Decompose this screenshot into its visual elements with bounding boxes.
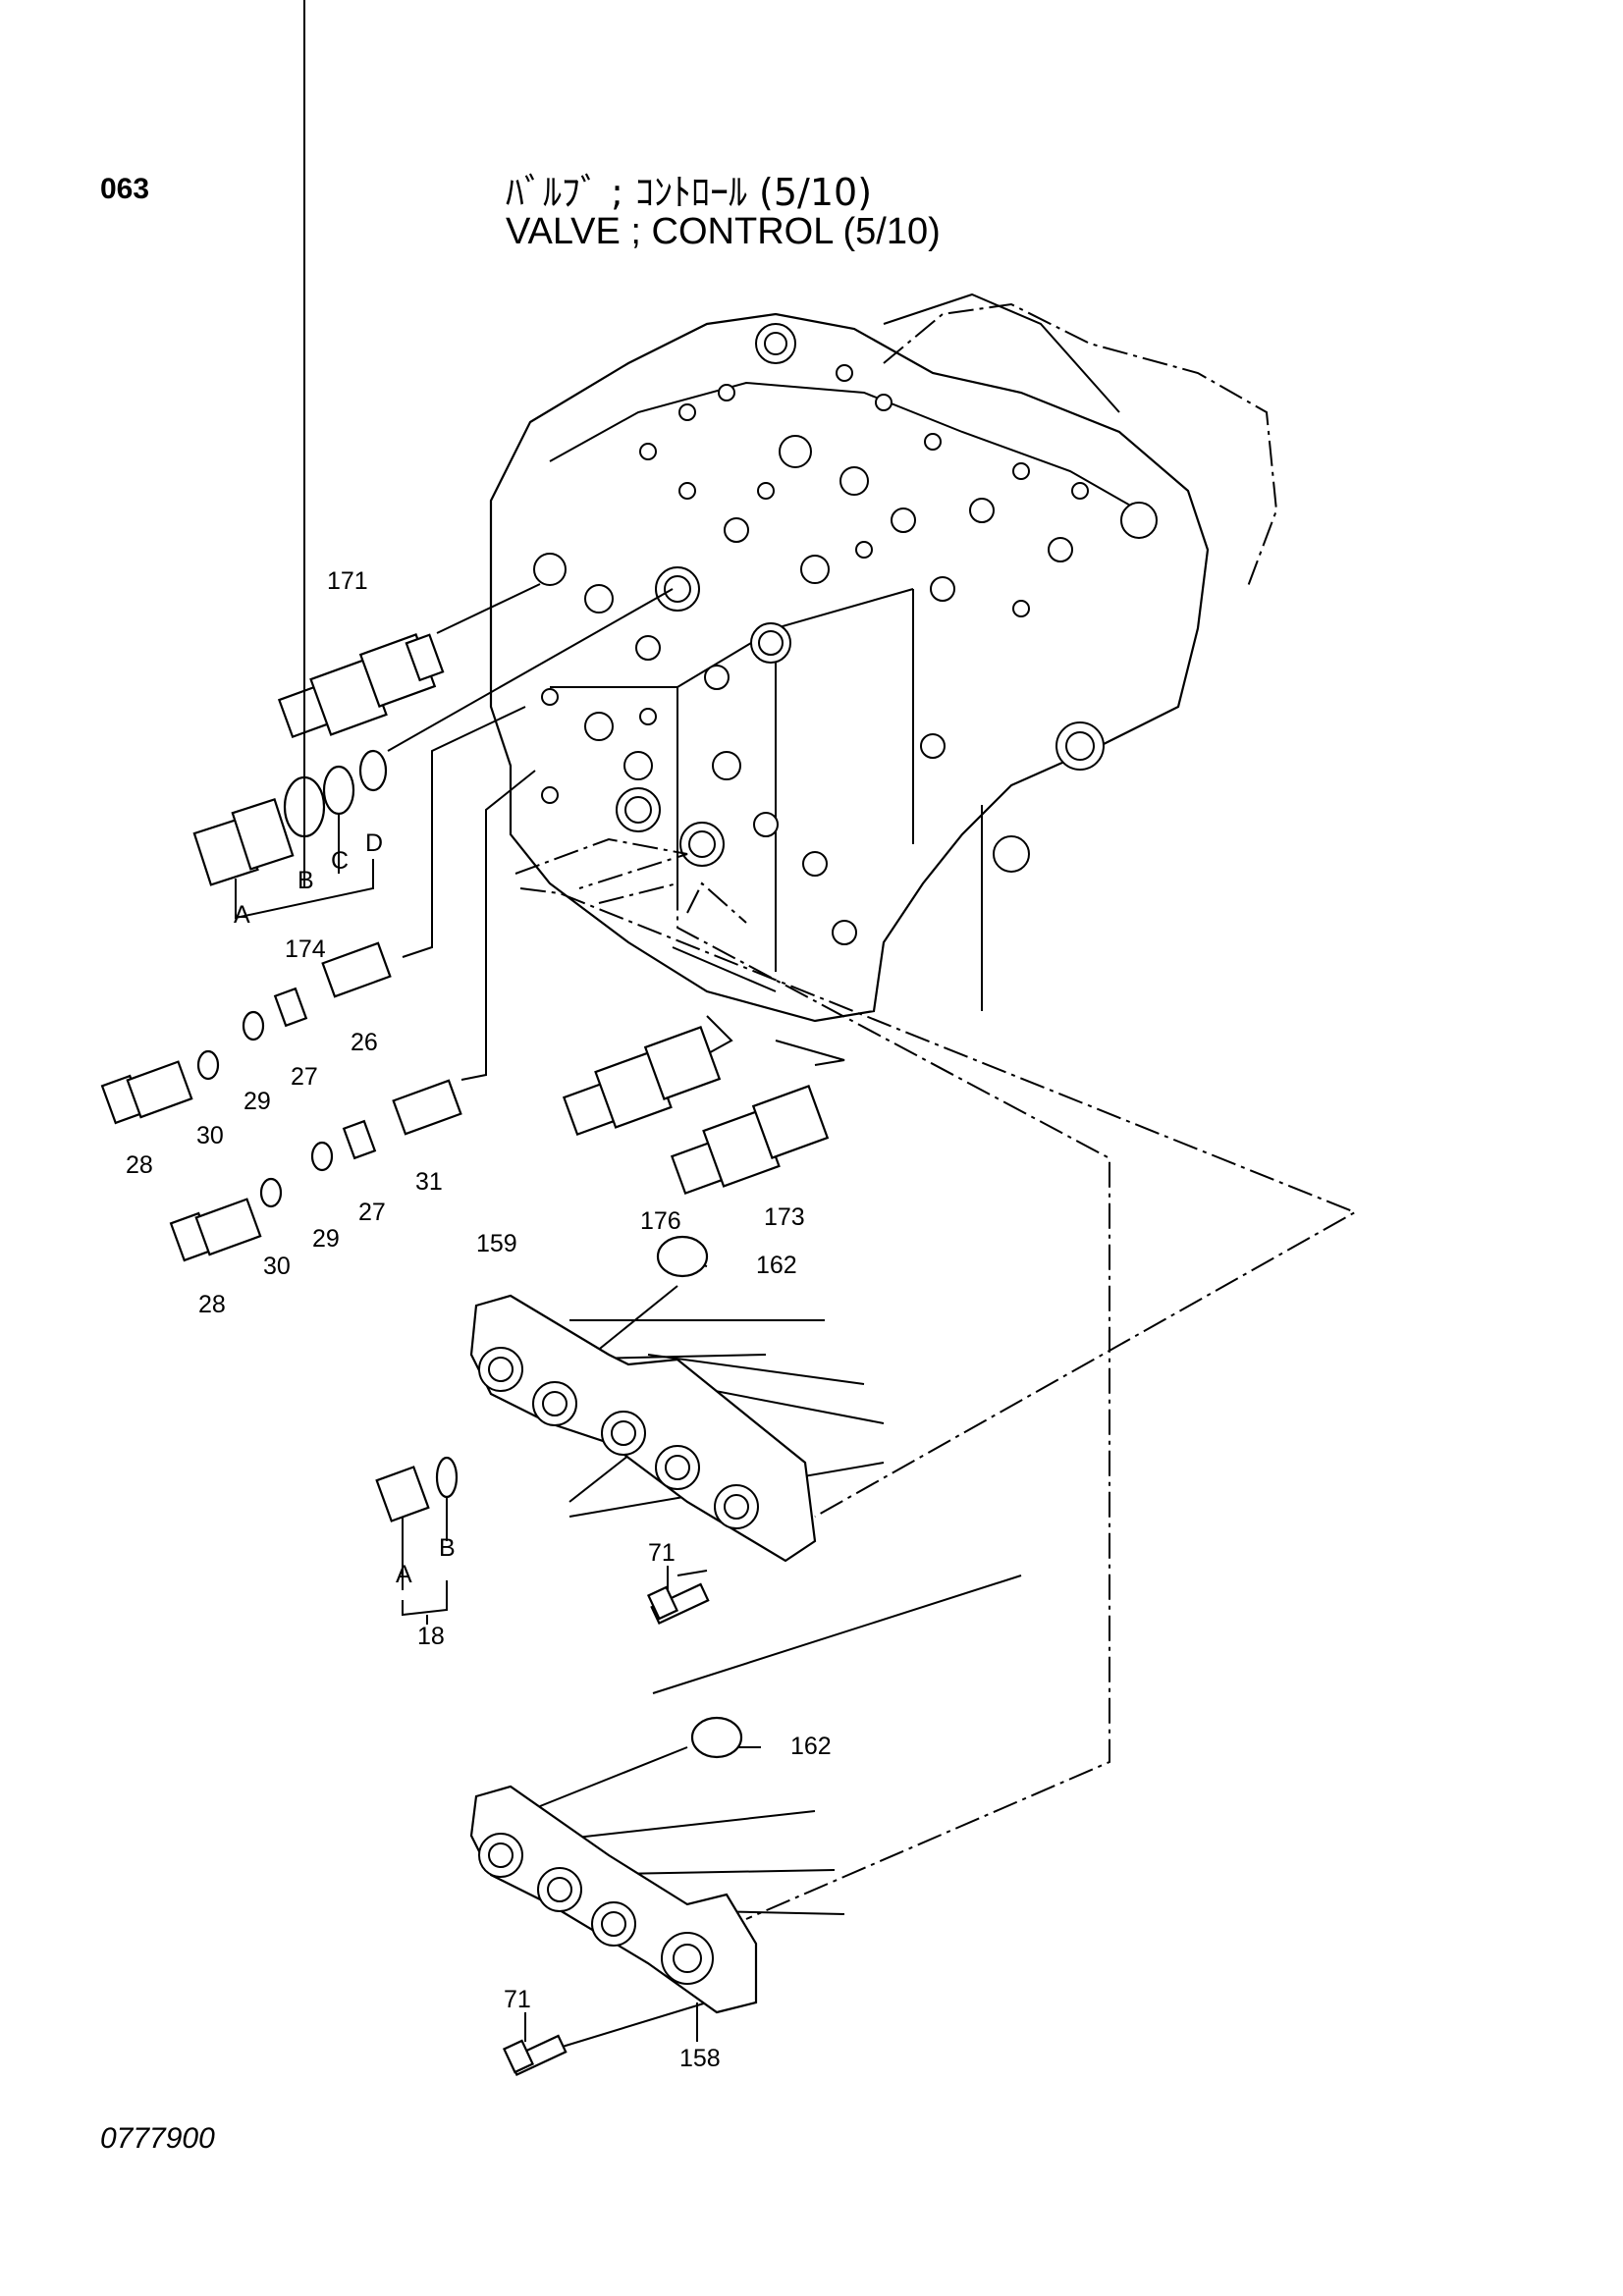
callout-158: 158	[679, 2045, 721, 2072]
part-71-bolts	[502, 1566, 710, 2077]
callout-174-a: A	[234, 901, 250, 929]
small-parts-group	[100, 941, 462, 1262]
callout-174-d: D	[365, 829, 383, 857]
callout-71-lower: 71	[504, 1986, 531, 2013]
callout-30-lower: 30	[263, 1253, 291, 1280]
drawing-number: 0777900	[100, 2122, 215, 2155]
part-174-plug-assembly	[192, 0, 388, 920]
part-171-relief-valve	[277, 633, 445, 739]
callout-176: 176	[640, 1207, 681, 1235]
part-18-plug-assembly	[375, 1456, 459, 1625]
callout-18: 18	[417, 1623, 445, 1650]
callout-29-upper: 29	[243, 1088, 271, 1115]
callout-26: 26	[351, 1029, 378, 1056]
callout-162-upper: 162	[756, 1252, 797, 1279]
callout-31: 31	[415, 1168, 443, 1196]
title-japanese: ﾊﾞﾙﾌﾞ ; ｺﾝﾄﾛｰﾙ (5/10)	[506, 171, 873, 214]
part-158-cover	[469, 1716, 758, 2042]
callout-27-upper: 27	[291, 1063, 318, 1091]
callout-71-upper: 71	[648, 1539, 676, 1567]
callout-174-b: B	[298, 867, 314, 894]
callout-27-lower: 27	[358, 1199, 386, 1226]
callout-174-c: C	[331, 847, 349, 875]
part-176-173-relief-valves	[562, 1026, 830, 1196]
callout-171: 171	[327, 567, 368, 595]
callout-174: 174	[285, 935, 326, 963]
callout-labels: 171 174 A B C D 26 27 29 30 28 31 27 29 …	[126, 567, 832, 2072]
part-159-cover	[469, 1235, 817, 1563]
callout-18-a: A	[396, 1561, 412, 1588]
callout-159: 159	[476, 1230, 517, 1257]
title-english: VALVE ; CONTROL (5/10)	[506, 211, 941, 252]
callout-28-lower: 28	[198, 1291, 226, 1318]
callout-18-b: B	[439, 1534, 456, 1562]
callout-29-lower: 29	[312, 1225, 340, 1253]
page-number: 063	[100, 173, 150, 205]
callout-162-lower: 162	[790, 1733, 832, 1760]
callout-30-upper: 30	[196, 1122, 224, 1149]
callout-173: 173	[764, 1203, 805, 1231]
control-valve-body	[489, 293, 1278, 1023]
callout-28-upper: 28	[126, 1151, 153, 1179]
